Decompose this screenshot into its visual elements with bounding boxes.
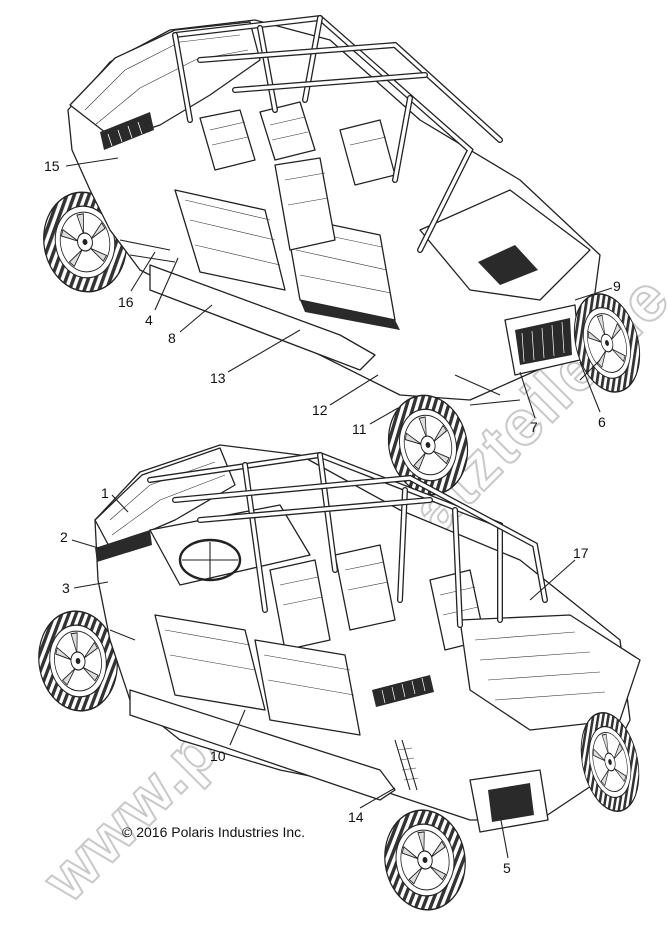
callout-11: 11 (352, 421, 367, 437)
callout-6: 6 (598, 414, 606, 430)
bottom-roll-cage (147, 451, 548, 628)
callout-labels: 15 16 4 8 13 12 11 7 6 9 1 2 3 10 14 5 1… (44, 158, 621, 876)
callout-2: 2 (60, 529, 68, 545)
callout-16: 16 (118, 294, 134, 310)
callout-9: 9 (613, 278, 621, 294)
vehicle-bottom-illustration (31, 444, 649, 916)
callout-13: 13 (210, 370, 226, 386)
callout-12: 12 (312, 402, 328, 418)
callout-14: 14 (348, 809, 364, 825)
top-roll-cage (172, 14, 503, 253)
copyright-text: © 2016 Polaris Industries Inc. (122, 824, 305, 840)
callout-8: 8 (168, 330, 176, 346)
callout-4: 4 (145, 312, 153, 328)
callout-5: 5 (503, 860, 511, 876)
leader-lines (65, 157, 613, 859)
callout-1: 1 (101, 485, 109, 501)
vehicle-top-illustration (35, 14, 651, 503)
bottom-front-left-wheel (377, 804, 473, 916)
callout-17: 17 (573, 545, 589, 561)
callout-15: 15 (44, 158, 60, 174)
callout-10: 10 (210, 748, 226, 764)
callout-3: 3 (62, 580, 70, 596)
callout-7: 7 (530, 419, 538, 435)
